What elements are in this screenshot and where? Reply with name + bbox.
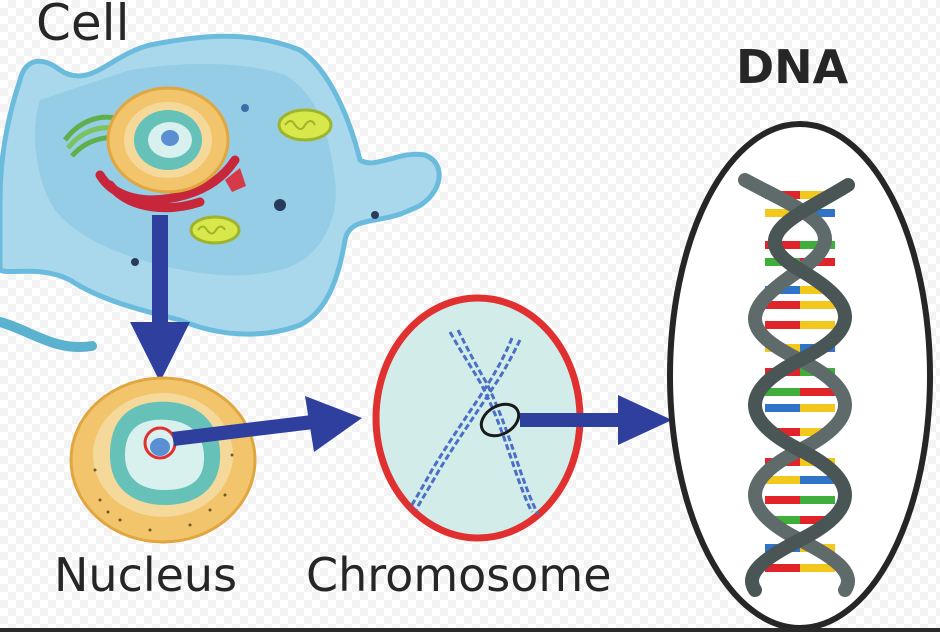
cell-label: Cell (36, 0, 130, 52)
bottom-border (0, 628, 940, 632)
arrow-cell-to-nucleus (130, 215, 190, 382)
endoplasmic-reticulum (95, 155, 240, 213)
chromosome-illustration (372, 294, 584, 542)
nucleus-label: Nucleus (54, 548, 238, 602)
dna-backbone-b (745, 178, 855, 597)
mitochondrion (189, 215, 241, 245)
dna-label: DNA (736, 40, 849, 94)
nucleus-illustration (69, 376, 257, 544)
mitochondrion (277, 108, 333, 142)
chromosome-label: Chromosome (306, 548, 612, 602)
chromosome-highlight-circle (479, 402, 521, 438)
arrow-chromosome-to-dna (520, 395, 672, 445)
arrow-nucleus-to-chromosome (172, 396, 362, 452)
cell-tail (0, 317, 97, 352)
cell-illustration (0, 33, 442, 352)
chromosome-strands (408, 329, 540, 515)
cell-nucleus (106, 86, 230, 194)
dna-helix-illustration (667, 121, 933, 631)
